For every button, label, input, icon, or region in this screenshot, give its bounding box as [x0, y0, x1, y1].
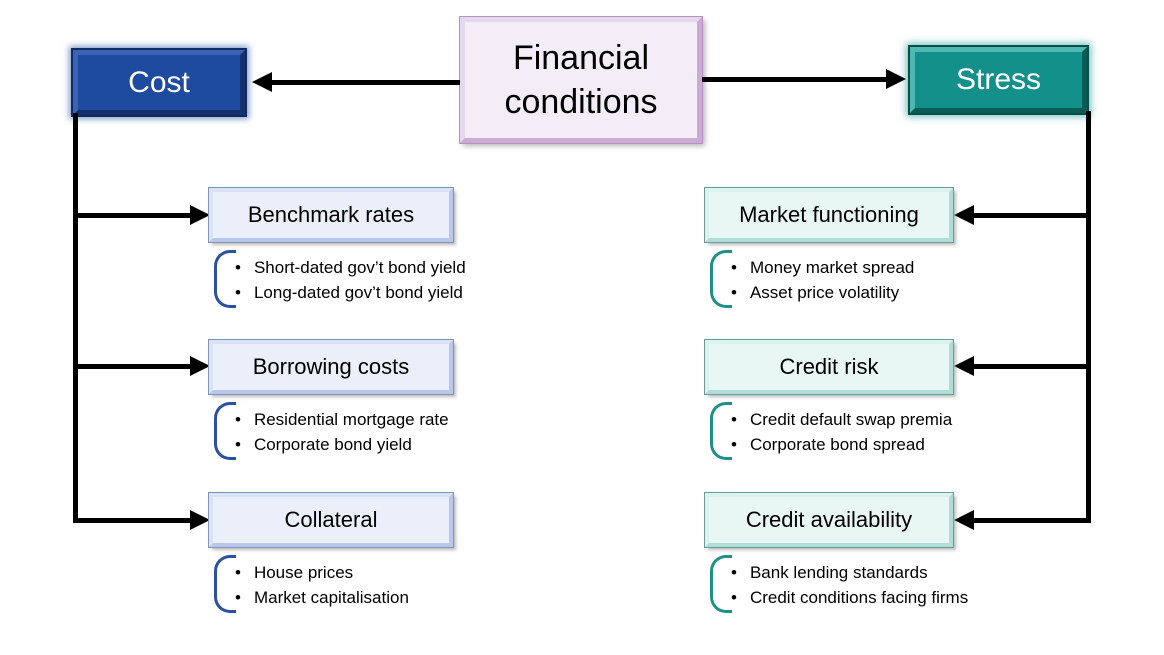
panel-label: Credit availability — [745, 507, 913, 532]
list-item: • Credit conditions facing firms — [726, 585, 968, 610]
panel-label: Credit risk — [779, 354, 879, 379]
list-item: • Corporate bond yield — [230, 432, 449, 457]
panel-label: Market functioning — [739, 202, 919, 227]
panel-credit-availability: Credit availability — [704, 492, 954, 548]
credit-risk-measures: • Credit default swap premia • Corporate b… — [710, 402, 952, 460]
bracket-icon — [710, 402, 732, 460]
cost-box: Cost — [71, 48, 247, 117]
stress-label: Stress — [955, 63, 1042, 96]
credit-availability-measures: • Bank lending standards • Credit conditio… — [710, 555, 968, 613]
bullet-icon: • — [235, 563, 241, 582]
list-item: • Asset price volatility — [726, 280, 914, 305]
list-item: • Bank lending standards — [726, 560, 968, 585]
bracket-icon — [710, 250, 732, 308]
list-item-label: Credit conditions facing firms — [749, 588, 969, 607]
panel-collateral: Collateral — [208, 492, 454, 548]
list-item-label: Residential mortgage rate — [253, 410, 449, 429]
list-item-label: Credit default swap premia — [749, 410, 953, 429]
arrow-title-to-cost-head-icon — [252, 72, 272, 92]
arrow-title-to-cost-line — [272, 80, 460, 85]
list-item-label: Long-dated gov’t bond yield — [253, 283, 463, 302]
bracket-icon — [214, 555, 236, 613]
stress-trunk-line — [1086, 111, 1091, 523]
list-item-label: Short-dated gov’t bond yield — [253, 258, 466, 277]
bracket-icon — [214, 250, 236, 308]
stress-branch-3-line — [973, 518, 1088, 523]
bullet-icon: • — [235, 588, 241, 607]
bracket-icon — [214, 402, 236, 460]
list-item-label: Market capitalisation — [253, 588, 409, 607]
financial-conditions-box: Financial conditions — [459, 16, 703, 144]
panel-label: Collateral — [284, 507, 378, 532]
list-item-label: Corporate bond spread — [749, 435, 925, 454]
list-item: • Corporate bond spread — [726, 432, 952, 457]
cost-label: Cost — [128, 65, 190, 99]
cost-branch-1-head-icon — [190, 205, 210, 225]
list-item: • Market capitalisation — [230, 585, 409, 610]
stress-branch-2-head-icon — [954, 356, 974, 376]
bullet-icon: • — [731, 588, 737, 607]
stress-branch-2-line — [973, 364, 1088, 369]
stress-branch-3-head-icon — [954, 510, 974, 530]
list-item-label: Money market spread — [749, 258, 915, 277]
list-item-label: Corporate bond yield — [253, 435, 412, 454]
stress-box: Stress — [908, 45, 1089, 115]
bullet-icon: • — [731, 283, 737, 302]
list-item-label: Bank lending standards — [749, 563, 928, 582]
bracket-icon — [710, 555, 732, 613]
list-item: • Money market spread — [726, 255, 914, 280]
bullet-icon: • — [731, 563, 737, 582]
bullet-icon: • — [731, 410, 737, 429]
borrowing-costs-measures: • Residential mortgage rate • Corporate bo… — [214, 402, 449, 460]
bullet-icon: • — [235, 258, 241, 277]
list-item: • Long-dated gov’t bond yield — [230, 280, 466, 305]
cost-branch-3-line — [75, 518, 192, 523]
bullet-icon: • — [235, 435, 241, 454]
collateral-measures: • House prices • Market capitalisation — [214, 555, 409, 613]
list-item: • Residential mortgage rate — [230, 407, 449, 432]
panel-borrowing-costs: Borrowing costs — [208, 339, 454, 395]
bullet-icon: • — [235, 283, 241, 302]
panel-market-functioning: Market functioning — [704, 187, 954, 243]
stress-branch-1-line — [973, 213, 1088, 218]
benchmark-rates-measures: • Short-dated gov’t bond yield • Long-date… — [214, 250, 466, 308]
arrow-title-to-stress-head-icon — [886, 69, 906, 89]
arrow-title-to-stress-line — [702, 77, 888, 82]
bullet-icon: • — [235, 410, 241, 429]
panel-label: Borrowing costs — [252, 354, 410, 379]
list-item: • House prices — [230, 560, 409, 585]
market-functioning-measures: • Money market spread • Asset price volati… — [710, 250, 914, 308]
bullet-icon: • — [731, 258, 737, 277]
list-item-label: Asset price volatility — [749, 283, 900, 302]
cost-trunk-line — [73, 113, 78, 523]
cost-branch-2-line — [75, 364, 192, 369]
list-item: • Credit default swap premia — [726, 407, 952, 432]
cost-branch-2-head-icon — [190, 356, 210, 376]
list-item: • Short-dated gov’t bond yield — [230, 255, 466, 280]
cost-branch-1-line — [75, 213, 192, 218]
cost-branch-3-head-icon — [190, 510, 210, 530]
panel-credit-risk: Credit risk — [704, 339, 954, 395]
diagram-title: Financial conditions — [504, 39, 658, 121]
stress-branch-1-head-icon — [954, 205, 974, 225]
panel-benchmark-rates: Benchmark rates — [208, 187, 454, 243]
list-item-label: House prices — [253, 563, 354, 582]
bullet-icon: • — [731, 435, 737, 454]
panel-label: Benchmark rates — [247, 202, 415, 227]
